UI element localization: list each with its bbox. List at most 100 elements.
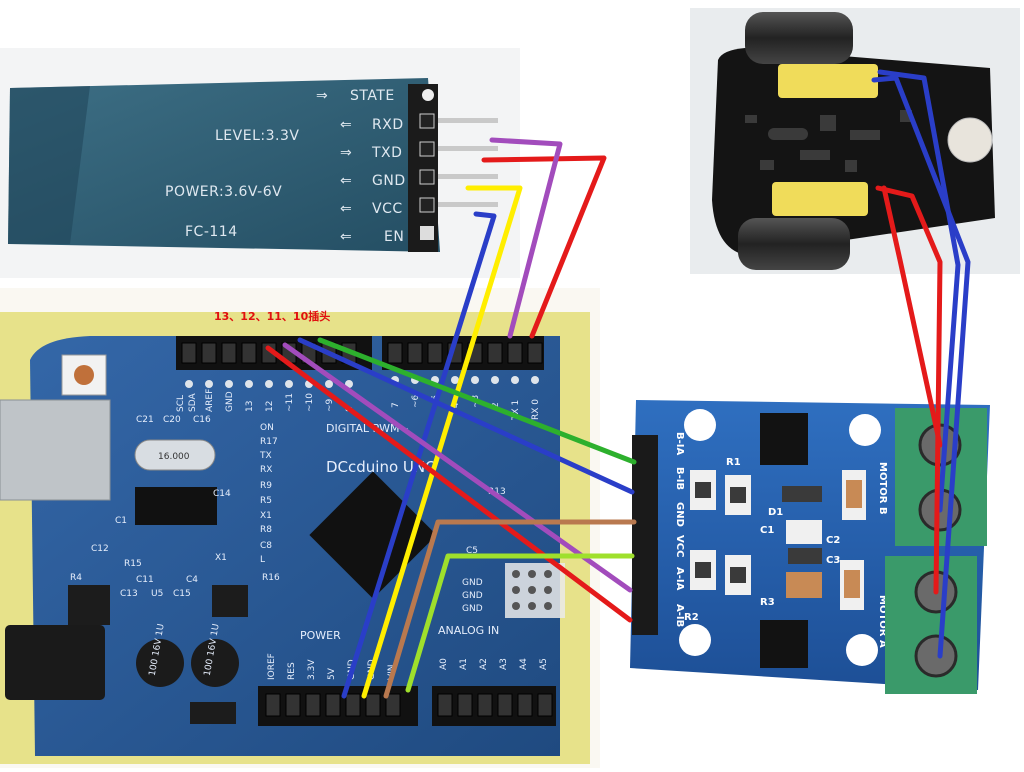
dpin-label-16: TX 1 [511,400,521,421]
power-analog-header [258,686,556,726]
bt-pin-rxd: RXD [372,117,404,133]
apin-label-5: A5 [539,658,549,670]
bt-pin-labels: ⇒ STATE ⇐ RXD ⇒ TXD ⇐ GND ⇐ VCC ⇐ EN LEV… [165,88,405,245]
hb-pin-5: A-IB [674,604,685,627]
hbridge-header [632,435,658,635]
dpin-label-1: SDA [188,393,198,412]
bt-arrow-state: ⇒ [316,88,328,104]
comp-label-3: C14 [213,489,231,499]
hb-pin-1: B-IB [674,467,685,490]
bt-header [408,84,498,252]
dpin-label-15: 2 [491,402,501,408]
mount-hole-4 [679,624,711,656]
analog-pin-labels: A0 A1 A2 A3 A4 A5 [439,658,549,670]
dpin-label-8: ~9 [325,398,335,412]
comp-label-11: C15 [173,589,191,599]
wire-motor-a-1 [875,185,943,595]
wire-gnd-hbridge [383,519,637,699]
hb-comp-3: R3 [760,597,775,608]
mount-hole-1 [684,409,716,441]
bt-arrow-vcc: ⇐ [340,201,352,217]
side-label-10: R16 [262,573,280,583]
side-label-5: R5 [260,496,272,506]
usb-chip [135,487,217,525]
terminal-block-a [885,556,977,694]
bt-pin-vcc: VCC [372,201,403,217]
bt-pin-txd: TXD [371,145,402,161]
wire-d12-aia [282,342,633,593]
wire-vin-hbridge [405,553,635,693]
ppin-label-3: 5V [327,667,337,680]
side-label-7: R8 [260,525,272,535]
ppin-label-2: 3.3V [307,659,317,680]
arduino-board: 16.000 100 16V 1U 100 16V 1U DIGITAL PWM… [0,288,600,768]
hbridge-header-labels: B-IA B-IB GND VCC A-IA A-IB [674,432,685,627]
apin-label-3: A3 [499,658,509,670]
capacitor-2 [191,639,239,687]
comp-label-0: C21 [136,415,154,425]
comp-label-12: X1 [215,553,227,563]
dpin-label-0: SCL [176,395,186,412]
side-label-6: X1 [260,511,272,521]
bt-pin-en: EN [384,229,404,245]
hb-pin-3: VCC [674,535,685,557]
comp-label-7: C11 [136,575,154,585]
side-label-9: L [260,555,265,565]
driver-chip-1 [760,413,808,465]
gnd-row-0: GND [462,578,483,588]
side-label-2: TX [259,451,272,461]
mount-hole-2 [849,414,881,446]
icsp-gnd-labels: GND GND GND [462,563,565,618]
comp-label-1: C20 [163,415,181,425]
capacitor-1 [136,639,184,687]
motor-a-label: MOTOR A [877,595,888,648]
bt-arrow-rxd: ⇐ [340,117,352,133]
wire-d13-aib [265,345,633,623]
hb-pin-2: GND [674,502,685,527]
apin-label-1: A1 [459,658,469,670]
dpin-label-3: GND [225,391,235,412]
comp-label-10: U5 [151,589,163,599]
regulator-2 [212,585,248,617]
wire-motor-b-2 [877,69,961,513]
comp-label-15: R13 [488,487,506,497]
bt-board [8,78,440,252]
side-label-8: C8 [260,541,272,551]
hb-comp-4: C2 [826,535,840,546]
hbridge-components [690,470,866,610]
crystal-label: 16.000 [158,452,190,462]
bt-power-label: POWER:3.6V-6V [165,184,282,200]
hb-comp-1: C1 [760,525,774,536]
side-label-3: RX [260,465,272,475]
hb-comp-2: R2 [684,612,699,623]
wire-bt-vcc-5v [361,185,523,699]
wire-bt-gnd-gnd [341,211,497,699]
wire-bt-txd-rx [481,155,607,339]
hb-pin-4: A-IA [674,567,685,591]
dpin-label-2: AREF [205,389,215,412]
comp-label-14: C5 [466,546,478,556]
comp-label-9: C13 [120,589,138,599]
bt-arrow-en: ⇐ [340,229,352,245]
dpin-label-11: ~6 [411,394,421,408]
bt-arrow-txd: ⇒ [340,145,352,161]
gnd-row-1: GND [462,591,483,601]
dpin-label-13: 4 [451,402,461,408]
comp-label-4: C1 [115,516,127,526]
reset-button [61,354,107,396]
wire-motor-b-1 [881,185,943,448]
hbridge-module: B-IA B-IB GND VCC A-IA A-IB R1 C1 R2 R3 … [606,335,1024,750]
apin-label-4: A4 [519,658,529,670]
hbridge-component-labels: R1 C1 R2 R3 C2 C3 D1 [684,457,840,623]
ppin-label-0: IOREF [267,653,277,680]
wheel-top [745,12,853,64]
side-label-1: R17 [260,437,278,447]
hb-comp-5: C3 [826,555,840,566]
comp-label-6: R4 [70,573,82,583]
analog-label: ANALOG IN [438,624,499,637]
side-label-4: R9 [260,481,272,491]
side-label-0: ON [260,423,274,433]
wire-d11-bib [297,337,635,495]
